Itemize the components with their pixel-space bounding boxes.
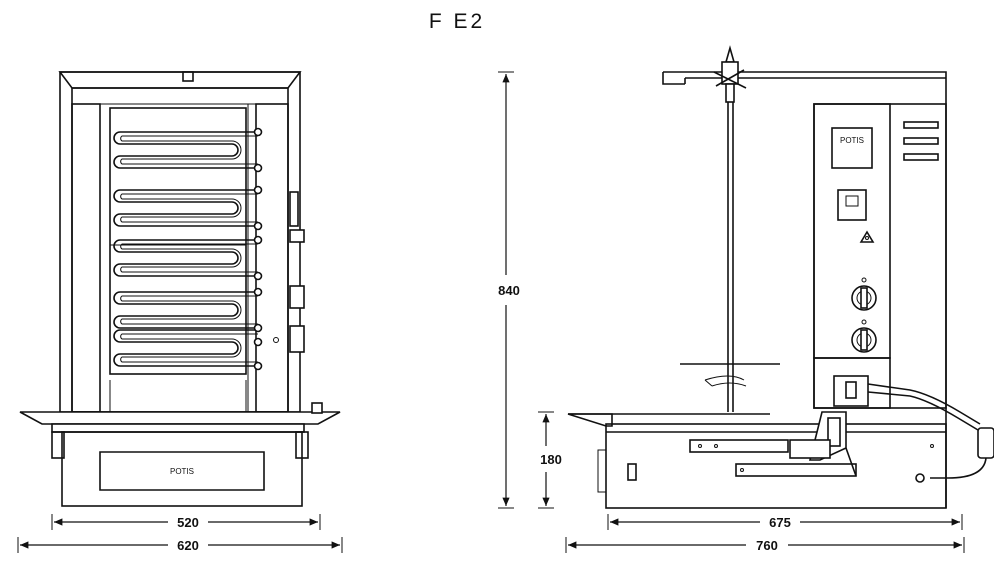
dim-outer-depth: 760	[756, 538, 778, 553]
height-dimensions: 840 180	[498, 71, 562, 509]
dim-height: 840	[498, 283, 520, 298]
heating-coils	[113, 127, 263, 371]
front-dimensions: 520 620	[17, 514, 343, 553]
dim-outer-width: 620	[177, 538, 199, 553]
drip-tray	[19, 411, 341, 425]
dim-inner-depth: 675	[769, 515, 791, 530]
front-brand-label: POTIS	[170, 467, 194, 476]
front-view: POTIS	[19, 71, 341, 507]
dim-inner-width: 520	[177, 515, 199, 530]
control-knobs	[851, 277, 877, 353]
drawer	[61, 431, 303, 507]
side-brand-label: POTIS	[840, 136, 864, 145]
drawing-title: F E2	[429, 10, 485, 33]
dim-base-height: 180	[540, 452, 562, 467]
side-view: POTIS	[567, 45, 994, 509]
side-knobs	[273, 191, 305, 353]
side-dimensions: 675 760	[565, 514, 965, 553]
